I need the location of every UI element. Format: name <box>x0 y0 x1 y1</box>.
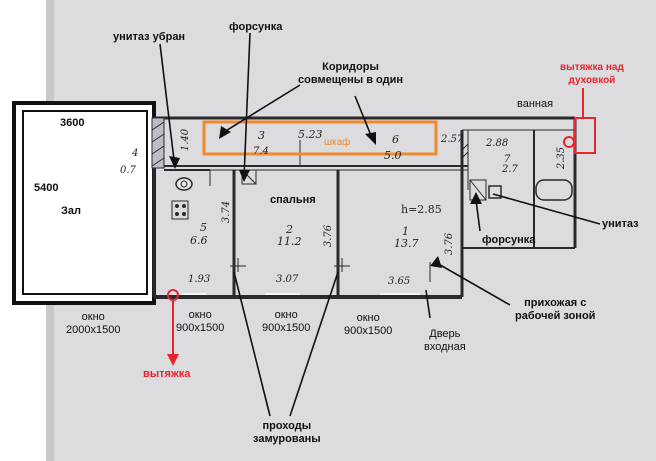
num-dim-257: 2.57 <box>441 134 464 145</box>
apartment-walls <box>151 116 577 299</box>
label-toilet-removed: унитаз убран <box>113 31 186 43</box>
num-dim-235: 2.35 <box>556 146 568 170</box>
label-window-2: окно 900x1500 <box>262 309 310 335</box>
label-passages-walled: проходы замурованы <box>253 420 321 446</box>
num-room5: 5 <box>200 221 207 234</box>
label-hall-width: 3600 <box>60 117 85 129</box>
label-window-big-line1: окно <box>81 311 105 323</box>
label-corridors-line1: Коридоры <box>322 61 379 73</box>
label-hall: Зал <box>61 205 81 217</box>
num-room6: 6 <box>392 133 399 146</box>
label-entrance-door: Дверь входная <box>424 328 466 354</box>
num-room6-area: 5.0 <box>384 149 402 162</box>
label-hall-length: 5400 <box>34 182 59 194</box>
label-passages-line1: проходы <box>262 420 312 432</box>
num-room3: 3 <box>258 129 265 142</box>
label-window-3: окно 900x1500 <box>344 312 392 338</box>
label-hallway: прихожая с рабочей зоной <box>515 297 595 323</box>
num-room3-sub: 7.4 <box>253 146 269 157</box>
label-window-big: окно 2000x1500 <box>66 311 120 337</box>
num-room4-area: 0.7 <box>120 165 136 176</box>
num-dim-376a: 3.76 <box>323 224 335 248</box>
label-hallway-line2: рабочей зоной <box>515 310 596 322</box>
label-corridors-line2: совмещены в один <box>298 74 403 86</box>
num-dim-365: 3.65 <box>388 276 411 287</box>
label-window-3-line2: 900x1500 <box>344 325 393 337</box>
label-toilet: унитаз <box>602 218 639 230</box>
num-dim-307: 3.07 <box>276 274 299 285</box>
leader-lines <box>159 32 601 417</box>
label-window-3-line1: окно <box>356 312 380 324</box>
label-window-1: окно 900x1500 <box>176 309 224 335</box>
label-window-big-line2: 2000x1500 <box>66 324 121 336</box>
label-passages-line2: замурованы <box>253 433 321 445</box>
label-hallway-line1: прихожая с <box>524 297 587 309</box>
num-room7: 7 <box>504 154 511 165</box>
num-dim-374: 3.74 <box>221 200 233 224</box>
label-window-2-line1: окно <box>274 309 298 321</box>
label-nozzle-top: форсунка <box>229 21 283 33</box>
label-bathroom: ванная <box>517 98 554 110</box>
hall-outline <box>12 101 156 305</box>
label-nozzle-bottom: форсунка <box>482 234 536 246</box>
label-closet: шкаф <box>324 137 351 148</box>
label-exhaust: вытяжка <box>143 368 191 380</box>
num-room2-area: 11.2 <box>277 235 302 248</box>
num-room3-area: 5.23 <box>298 128 323 141</box>
label-vent-line1: вытяжка над <box>560 62 624 73</box>
num-dim-376b: 3.76 <box>444 232 456 256</box>
num-dim-288: 2.88 <box>486 138 509 149</box>
label-vent-line2: духовкой <box>568 75 616 86</box>
label-door-line2: входная <box>424 341 466 353</box>
num-dim-193: 1.93 <box>188 274 211 285</box>
label-vent-over-oven: вытяжка над духовкой <box>560 61 624 87</box>
vent-over-oven-mark <box>563 88 596 154</box>
label-bedroom: спальня <box>270 194 316 206</box>
num-room5-area: 6.6 <box>190 234 208 247</box>
label-window-1-line1: окно <box>188 309 212 321</box>
num-room2: 2 <box>286 223 293 236</box>
label-window-2-line2: 900x1500 <box>262 322 311 334</box>
label-corridors: Коридоры совмещены в один <box>298 61 403 87</box>
closet-outline <box>202 120 438 156</box>
num-room4: 4 <box>132 148 139 159</box>
label-door-line1: Дверь <box>429 328 461 340</box>
exhaust-mark <box>167 289 179 366</box>
num-room7-area: 2.7 <box>502 164 518 175</box>
label-window-1-line2: 900x1500 <box>176 322 225 334</box>
num-dim-140: 1.40 <box>180 128 192 152</box>
num-room1: 1 <box>402 225 409 238</box>
label-ceiling-height: h=2.85 <box>401 203 442 216</box>
num-room1-area: 13.7 <box>394 237 419 250</box>
